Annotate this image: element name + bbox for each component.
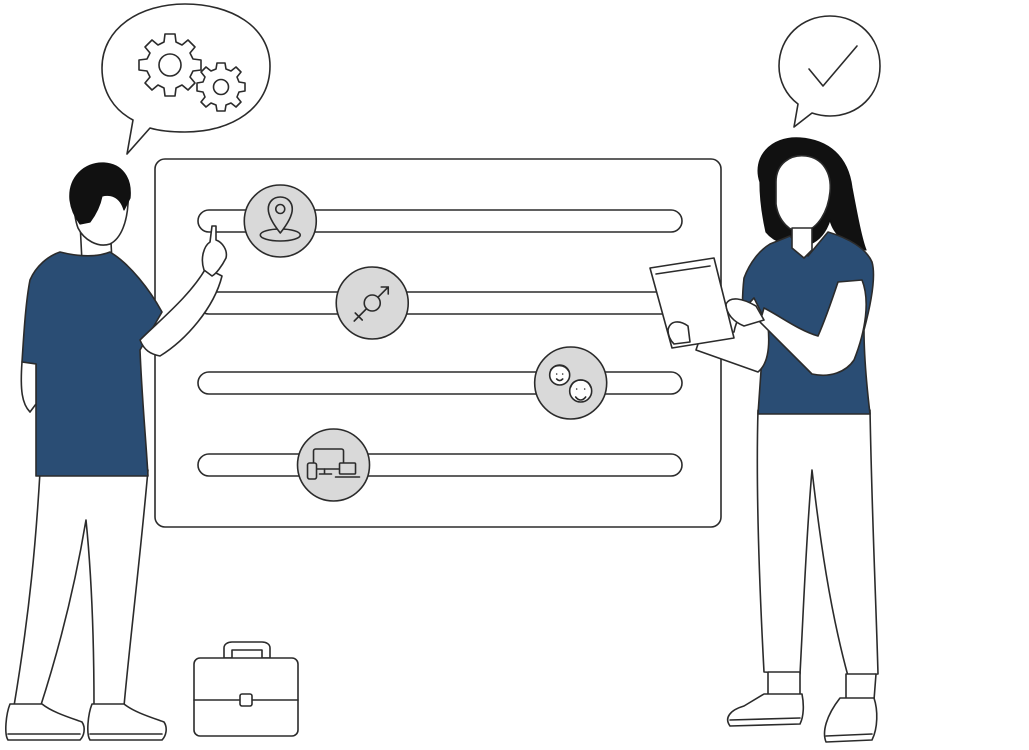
- slider-track-location[interactable]: [197, 209, 683, 233]
- briefcase: [193, 641, 299, 737]
- speech-bubble-check: [778, 15, 881, 128]
- woman-figure: [649, 137, 879, 743]
- slider-knob-age[interactable]: [533, 346, 608, 420]
- slider-knob-gender[interactable]: [335, 266, 410, 340]
- slider-knob-location[interactable]: [243, 184, 318, 258]
- slider-track-gender[interactable]: [197, 291, 683, 315]
- location-pin-icon: [259, 196, 302, 242]
- gender-icon: [353, 286, 390, 322]
- man-figure: [5, 162, 228, 741]
- slider-track-devices[interactable]: [197, 453, 683, 477]
- devices-icon: [306, 448, 361, 480]
- age-faces-icon: [548, 364, 593, 403]
- speech-bubble-gears: [101, 3, 271, 155]
- checkmark-icon: [808, 45, 858, 87]
- slider-knob-devices[interactable]: [296, 428, 371, 502]
- slider-track-age[interactable]: [197, 371, 683, 395]
- gears-icon: [138, 33, 246, 112]
